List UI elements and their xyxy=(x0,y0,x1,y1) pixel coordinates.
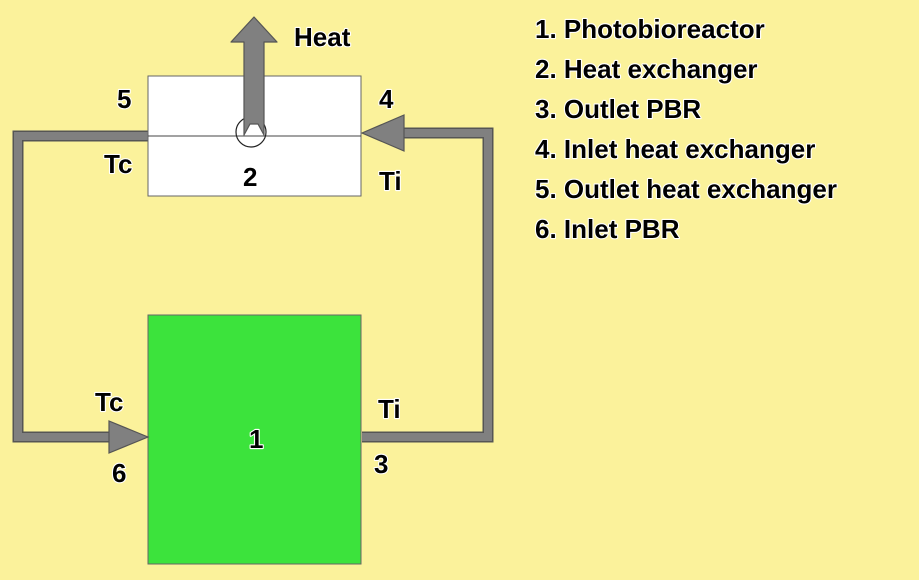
pbr-inlet-arrow-icon xyxy=(108,420,150,454)
node-5-label: 5 xyxy=(117,84,131,114)
temp-ti-top-label: Ti xyxy=(379,166,402,196)
node-3-label: 3 xyxy=(374,449,388,479)
node-1-label: 1 xyxy=(249,424,263,454)
legend-item: 6. Inlet PBR xyxy=(535,214,680,244)
temp-tc-top-label: Tc xyxy=(104,149,132,179)
photobioreactor-box xyxy=(147,314,362,565)
legend-item: 3. Outlet PBR xyxy=(535,94,701,124)
temp-tc-bottom-label: Tc xyxy=(95,387,123,417)
node-4-label: 4 xyxy=(379,84,394,114)
exchanger-inlet-arrow-icon xyxy=(360,114,405,152)
node-2-label: 2 xyxy=(243,162,257,192)
legend-item: 2. Heat exchanger xyxy=(535,54,758,84)
legend: 1. Photobioreactor 2. Heat exchanger 3. … xyxy=(534,13,838,245)
temp-ti-bottom-label: Ti xyxy=(378,394,401,424)
left-return-pipe xyxy=(12,130,148,443)
legend-item: 5. Outlet heat exchanger xyxy=(535,174,837,204)
heat-label: Heat xyxy=(294,22,351,52)
heat-up-arrow-icon xyxy=(230,16,278,136)
legend-item: 1. Photobioreactor xyxy=(535,14,765,44)
legend-item: 4. Inlet heat exchanger xyxy=(535,134,815,164)
node-6-label: 6 xyxy=(112,458,126,488)
